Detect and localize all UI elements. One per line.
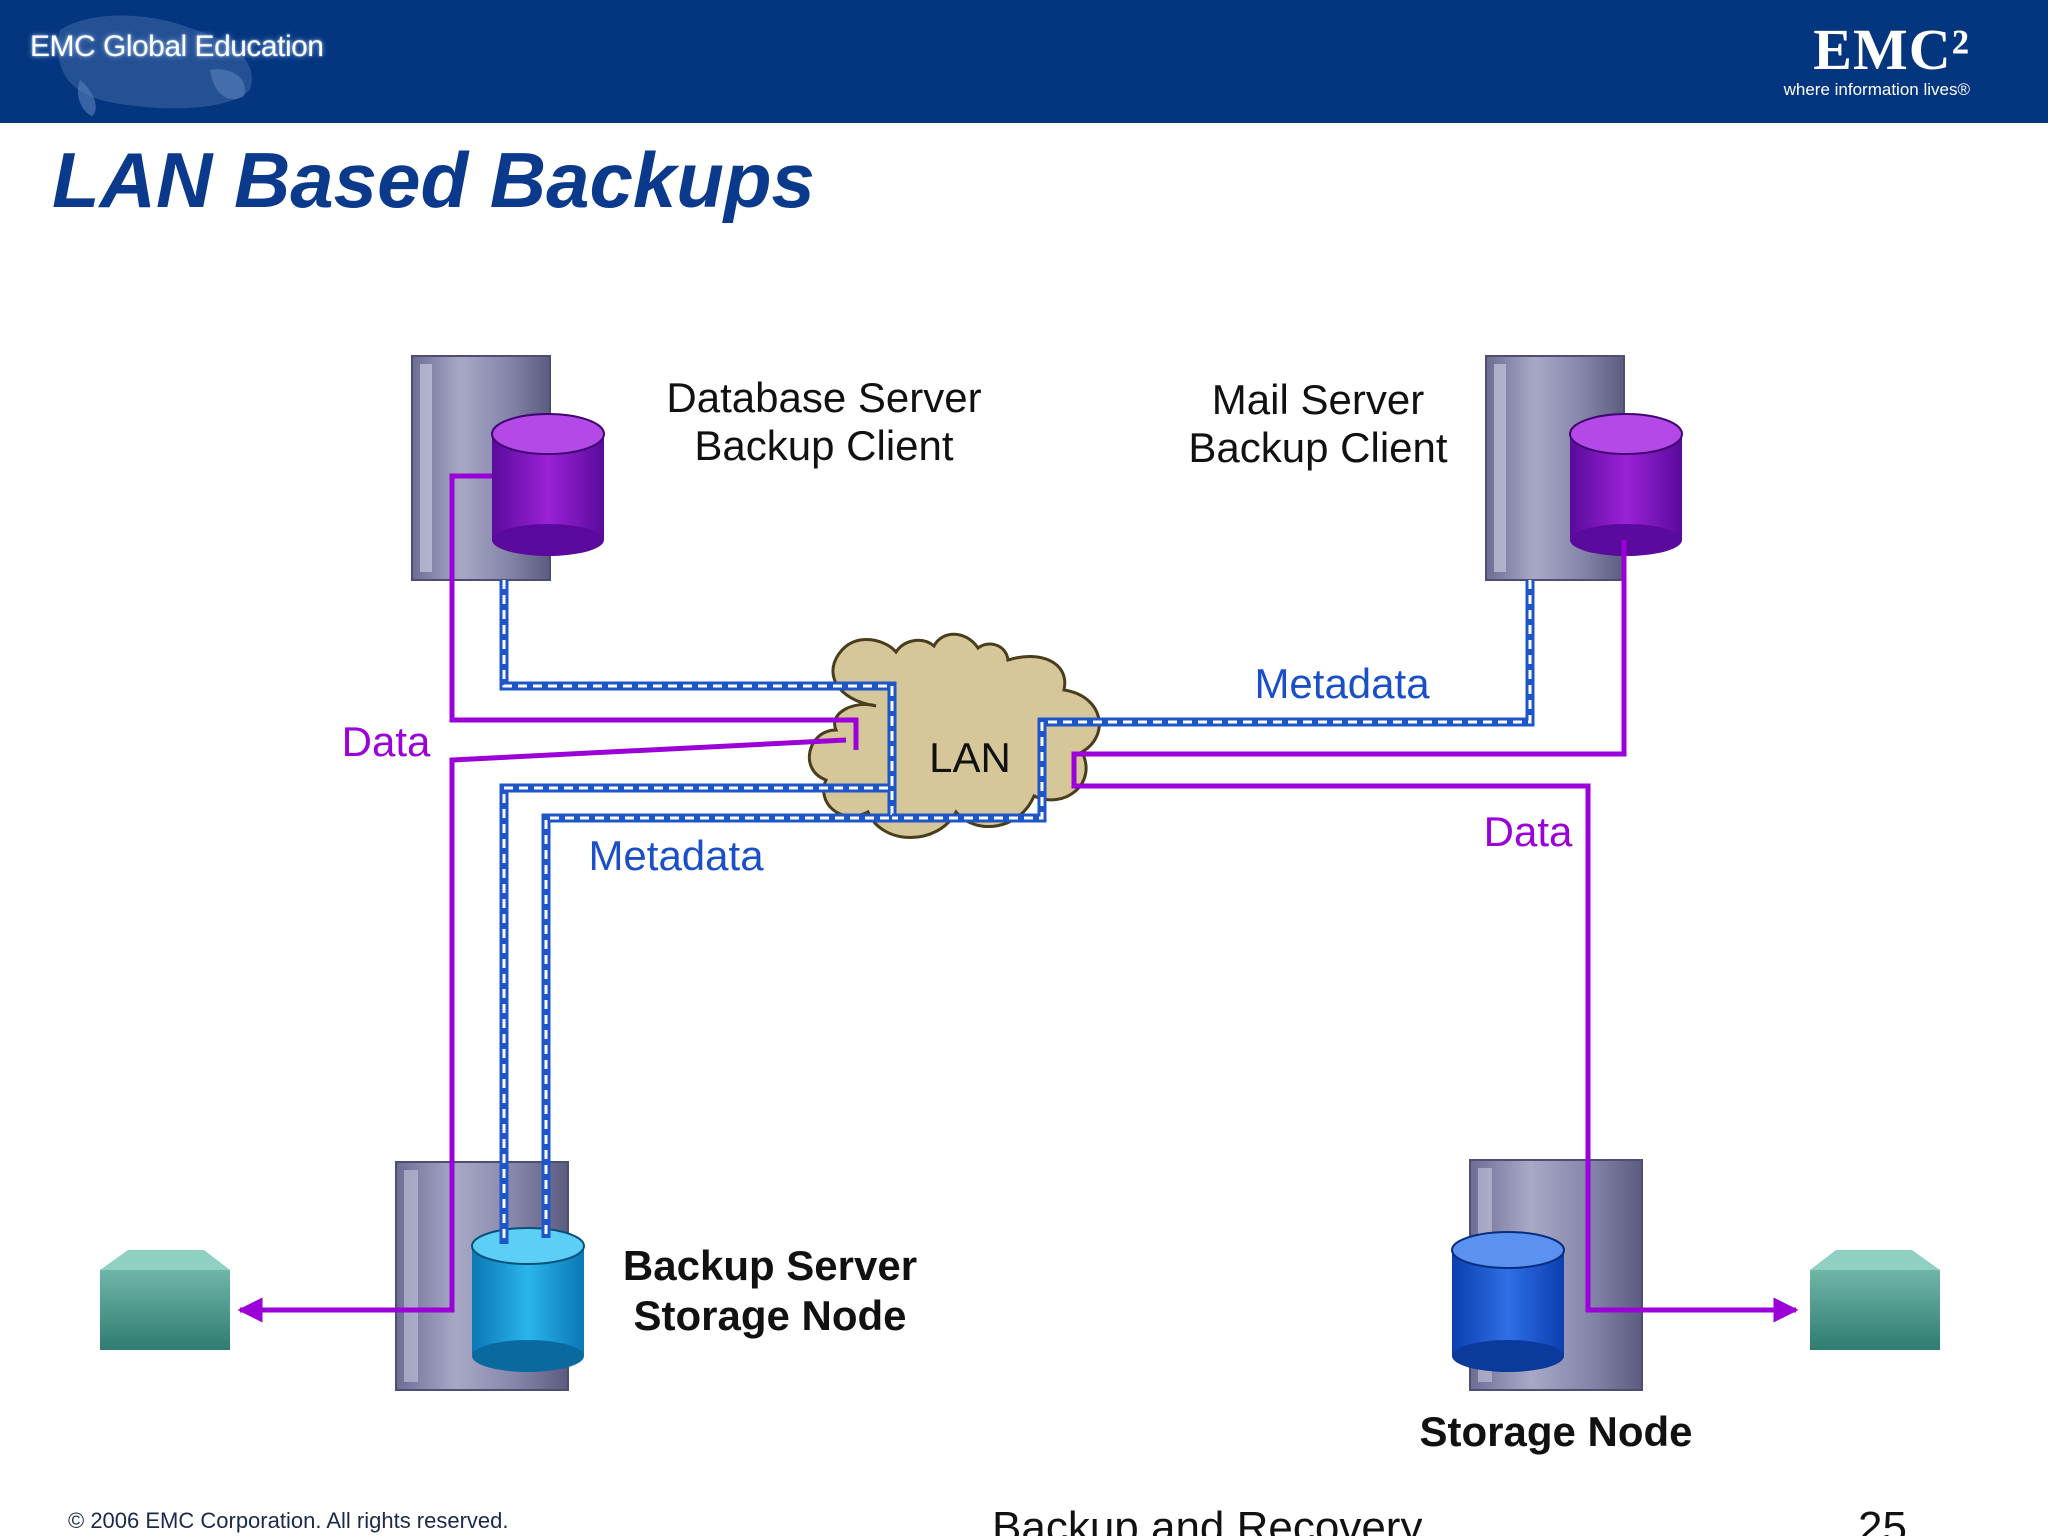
storage-node-label: Storage Node bbox=[1419, 1408, 1692, 1455]
data-label-left: Data bbox=[342, 718, 431, 765]
backup-server-label-line1: Backup Server bbox=[623, 1242, 917, 1289]
storage-node-cylinder-blue-icon bbox=[1451, 1231, 1565, 1372]
data-path-left bbox=[237, 473, 859, 1323]
db-server-label-line1: Database Server bbox=[666, 374, 981, 421]
backup-cylinder-cyan-icon bbox=[471, 1227, 585, 1372]
metadata-label-left: Metadata bbox=[588, 832, 764, 879]
tape-library-right-icon bbox=[1810, 1250, 1940, 1350]
footer-course-title: Backup and Recovery bbox=[992, 1506, 1423, 1536]
emc-wordmark: EMC² bbox=[1813, 17, 1970, 82]
lan-label: LAN bbox=[929, 734, 1011, 781]
data-label-right: Data bbox=[1484, 808, 1573, 855]
copyright-notice: © 2006 EMC Corporation. All rights reser… bbox=[68, 1508, 509, 1533]
emc-logo: EMC² where information lives® bbox=[1784, 20, 1970, 100]
data-path-right bbox=[1071, 540, 1799, 1323]
metadata-label-right: Metadata bbox=[1254, 660, 1430, 707]
slide-number: 25 bbox=[1858, 1506, 1907, 1536]
database-cylinder-purple-icon bbox=[491, 413, 605, 556]
mail-server-label-line2: Backup Client bbox=[1188, 424, 1447, 471]
emc-tagline: where information lives® bbox=[1783, 80, 1970, 99]
emc-global-education-label: EMC Global Education bbox=[30, 30, 324, 63]
page-title: LAN Based Backups bbox=[52, 136, 815, 224]
backup-server-label-line2: Storage Node bbox=[633, 1292, 906, 1339]
header-banner: EMC Global Education EMC² where informat… bbox=[0, 0, 2048, 123]
db-server-label-line2: Backup Client bbox=[694, 422, 953, 469]
tape-library-left-icon bbox=[100, 1250, 230, 1350]
mail-cylinder-purple-icon bbox=[1569, 413, 1683, 556]
mail-server-label-line1: Mail Server bbox=[1212, 376, 1424, 423]
world-map-icon bbox=[58, 15, 252, 116]
